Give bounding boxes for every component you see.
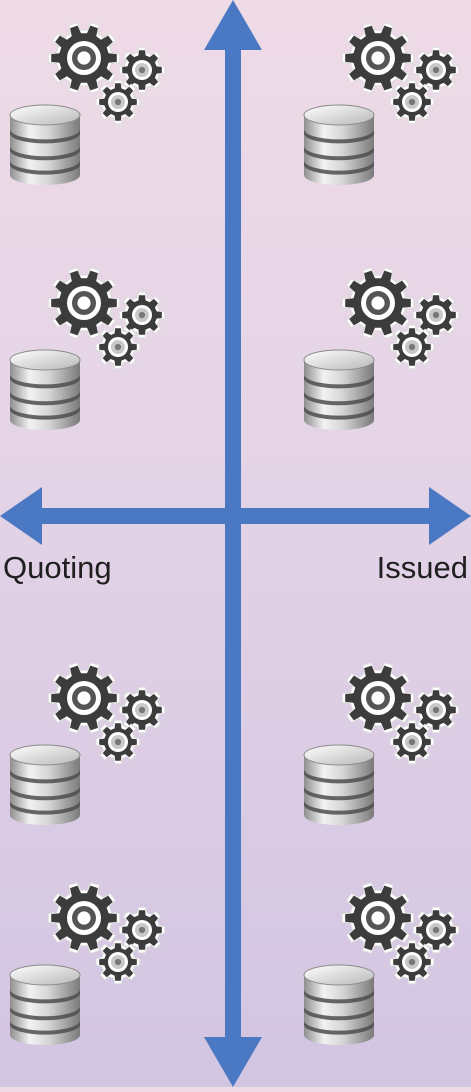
database-gears-icon — [303, 267, 460, 430]
gears-icon — [341, 22, 460, 125]
database-icon — [9, 964, 81, 1045]
database-icon — [9, 744, 81, 825]
database-icon — [303, 964, 375, 1045]
database-icon — [9, 349, 81, 430]
gears-icon — [47, 662, 166, 765]
database-icon — [303, 104, 375, 185]
vertical-axis-shaft — [225, 40, 241, 1047]
issued-label: Issued — [376, 550, 468, 585]
arrow-down-icon — [204, 1037, 262, 1087]
gears-icon — [47, 267, 166, 370]
horizontal-axis-shaft — [35, 508, 436, 524]
gears-icon — [341, 267, 460, 370]
database-gears-icon — [303, 22, 460, 185]
database-gears-icon — [303, 882, 460, 1045]
database-gears-icon — [9, 267, 166, 430]
database-gears-icon — [9, 882, 166, 1045]
database-gears-icon — [303, 662, 460, 825]
database-icon — [303, 349, 375, 430]
arrow-right-icon — [429, 487, 471, 545]
arrow-left-icon — [0, 487, 42, 545]
database-icon — [9, 104, 81, 185]
gears-icon — [341, 662, 460, 765]
icons-layer — [9, 22, 460, 1045]
arrow-up-icon — [204, 0, 262, 50]
gears-icon — [341, 882, 460, 985]
quoting-label: Quoting — [3, 550, 112, 585]
database-gears-icon — [9, 22, 166, 185]
gears-icon — [47, 882, 166, 985]
database-gears-icon — [9, 662, 166, 825]
gears-icon — [47, 22, 166, 125]
database-icon — [303, 744, 375, 825]
